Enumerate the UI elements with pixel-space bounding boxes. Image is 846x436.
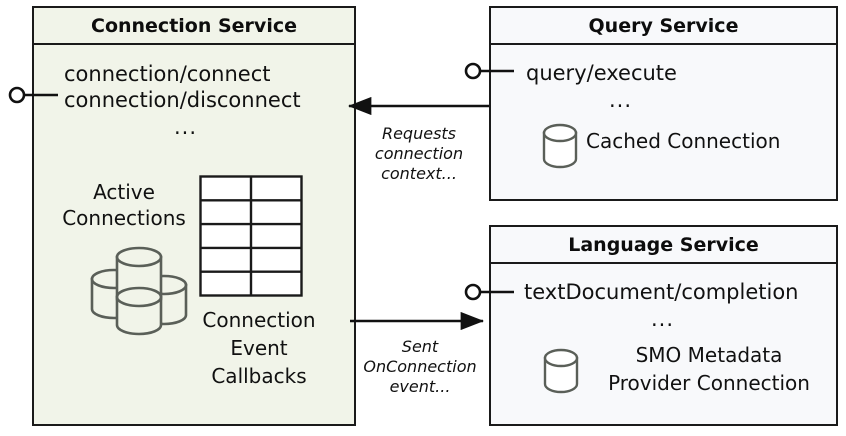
artifact-label-active-connections-line2: Connections bbox=[62, 206, 186, 230]
artifact-label-smo-line1: SMO Metadata bbox=[635, 343, 783, 367]
database-icon bbox=[542, 123, 578, 169]
operation-textdocument-completion[interactable]: textDocument/completion bbox=[524, 280, 799, 304]
artifact-label-callbacks-line3: Callbacks bbox=[211, 364, 307, 388]
operation-connection-connect[interactable]: connection/connect bbox=[64, 62, 271, 86]
edge-label-line2: connection bbox=[374, 144, 464, 163]
edge-label-line2: OnConnection bbox=[363, 357, 477, 376]
artifact-label-cached-connection: Cached Connection bbox=[586, 129, 781, 153]
component-title-query-service: Query Service bbox=[491, 8, 836, 45]
component-title-language-service: Language Service bbox=[491, 227, 836, 264]
operation-query-execute[interactable]: query/execute bbox=[526, 61, 677, 85]
edge-label-line3: context... bbox=[381, 164, 457, 183]
operation-connection-disconnect[interactable]: connection/disconnect bbox=[64, 88, 301, 112]
component-language-service[interactable]: Language Service textDocument/completion… bbox=[489, 225, 838, 426]
table-grid-icon bbox=[199, 175, 303, 297]
edge-label-query-to-connection: Requests connection context... bbox=[358, 124, 480, 184]
operations-ellipsis-connection-service: ... bbox=[174, 115, 198, 139]
artifact-label-smo-line2: Provider Connection bbox=[608, 371, 810, 395]
component-connection-service[interactable]: Connection Service connection/connect co… bbox=[32, 6, 356, 426]
operations-ellipsis-language-service: ... bbox=[651, 307, 675, 331]
artifact-label-active-connections-line1: Active bbox=[93, 180, 155, 204]
edge-label-line1: Requests bbox=[381, 124, 457, 143]
multi-database-icon bbox=[84, 241, 194, 336]
artifact-label-callbacks-line1: Connection bbox=[202, 308, 316, 332]
component-body-connection-service: connection/connect connection/disconnect… bbox=[34, 45, 354, 424]
database-icon bbox=[543, 348, 579, 394]
component-query-service[interactable]: Query Service query/execute ... Cached C… bbox=[489, 6, 838, 201]
artifact-label-callbacks-line2: Event bbox=[230, 336, 288, 360]
edge-label-line1: Sent bbox=[401, 337, 439, 356]
component-body-language-service: textDocument/completion ... SMO Metadata… bbox=[491, 264, 836, 424]
component-title-connection-service: Connection Service bbox=[34, 8, 354, 45]
component-body-query-service: query/execute ... Cached Connection bbox=[491, 45, 836, 199]
operations-ellipsis-query-service: ... bbox=[609, 88, 633, 112]
edge-label-line3: event... bbox=[389, 377, 451, 396]
edge-label-connection-to-language: Sent OnConnection event... bbox=[358, 337, 482, 397]
